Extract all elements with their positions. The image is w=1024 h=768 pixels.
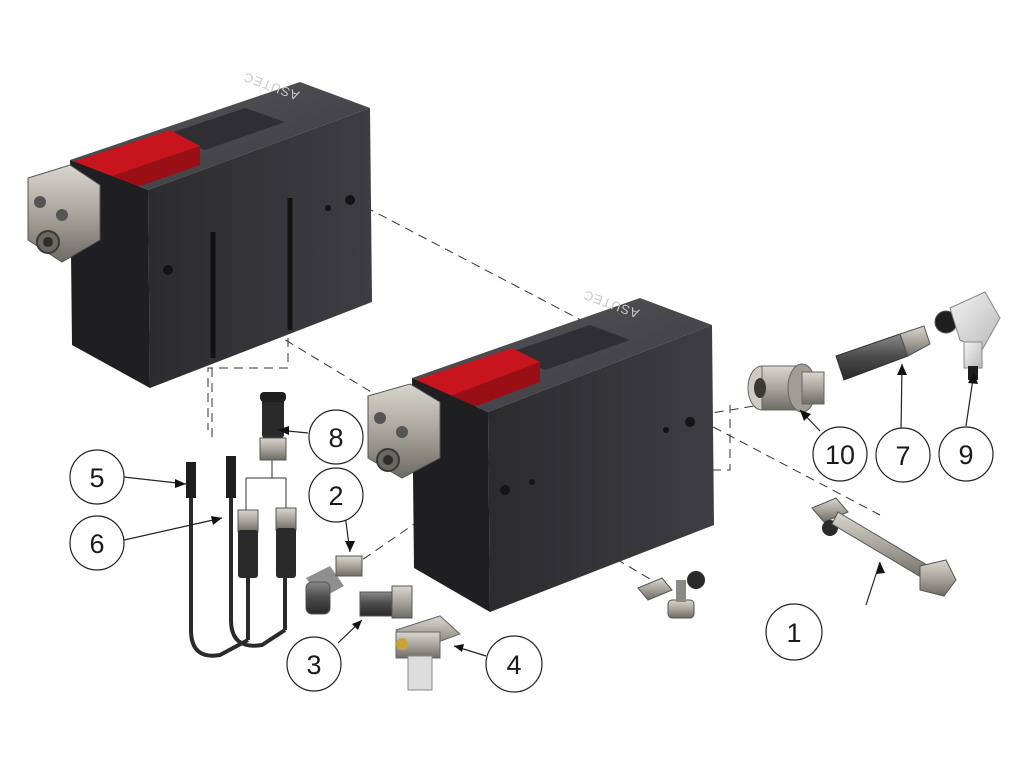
svg-text:10: 10 xyxy=(825,440,855,470)
gripper-upper: ASUTEC xyxy=(27,69,372,388)
svg-text:9: 9 xyxy=(958,440,973,470)
callout-8: 8 xyxy=(308,409,364,465)
callout-4: 4 xyxy=(485,635,543,693)
callout-3: 3 xyxy=(286,636,342,692)
svg-text:4: 4 xyxy=(506,650,521,680)
part-10-bulkhead-fitting xyxy=(747,363,825,413)
callout-9: 9 xyxy=(938,426,994,482)
svg-text:7: 7 xyxy=(895,441,910,471)
leader-arrowheads xyxy=(175,364,978,652)
callout-10: 10 xyxy=(812,426,868,482)
callout-2: 2 xyxy=(308,467,364,523)
svg-text:5: 5 xyxy=(89,463,104,493)
callout-7: 7 xyxy=(875,427,931,483)
part-3-straight-fitting xyxy=(359,585,413,619)
part-8-m8-connector xyxy=(259,392,287,461)
callout-1: 1 xyxy=(765,603,823,661)
part-9-angled-connector xyxy=(934,291,1001,380)
svg-text:8: 8 xyxy=(328,423,343,453)
callout-6: 6 xyxy=(69,515,125,571)
callout-5: 5 xyxy=(69,449,125,505)
slot-nut-screw xyxy=(637,571,705,619)
part-1-t-bolt xyxy=(811,497,957,597)
part-5-6-sensors xyxy=(186,456,297,658)
svg-text:1: 1 xyxy=(786,618,801,648)
part-7-proximity-sensor xyxy=(835,325,931,381)
svg-text:6: 6 xyxy=(89,529,104,559)
svg-text:2: 2 xyxy=(328,481,343,511)
part-4-flow-fitting xyxy=(395,615,461,691)
part-2-elbow-fitting xyxy=(305,555,363,615)
svg-text:3: 3 xyxy=(306,650,321,680)
gripper-lower: ASUTEC xyxy=(367,287,714,612)
